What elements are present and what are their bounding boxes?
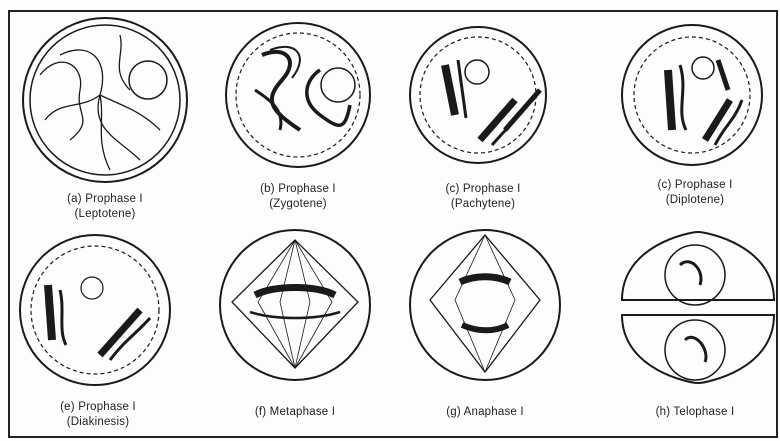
cell-telophase (622, 232, 774, 383)
caption-telophase: (h) Telophase I (610, 405, 780, 420)
nucleolus (321, 68, 355, 102)
cell-pachytene (410, 27, 546, 163)
caption-pachytene: (c) Prophase I(Pachytene) (398, 182, 568, 212)
caption-diplotene: (c) Prophase I(Diplotene) (610, 178, 780, 208)
nucleolus (692, 57, 714, 79)
cell-diakinesis (20, 235, 170, 385)
nucleolus (465, 60, 489, 84)
cell-metaphase (220, 230, 370, 380)
cell-zygotene (226, 23, 370, 167)
cell-leptotene (23, 18, 187, 182)
caption-anaphase: (g) Anaphase I (400, 405, 570, 420)
caption-metaphase: (f) Metaphase I (210, 405, 380, 420)
caption-diakinesis: (e) Prophase I(Diakinesis) (13, 400, 183, 430)
cell-anaphase (410, 230, 560, 380)
nucleolus (81, 277, 103, 299)
cell-diplotene (622, 25, 762, 165)
caption-leptotene: (a) Prophase I(Leptotene) (20, 192, 190, 222)
nucleolus (129, 61, 167, 99)
caption-zygotene: (b) Prophase I(Zygotene) (213, 182, 383, 212)
